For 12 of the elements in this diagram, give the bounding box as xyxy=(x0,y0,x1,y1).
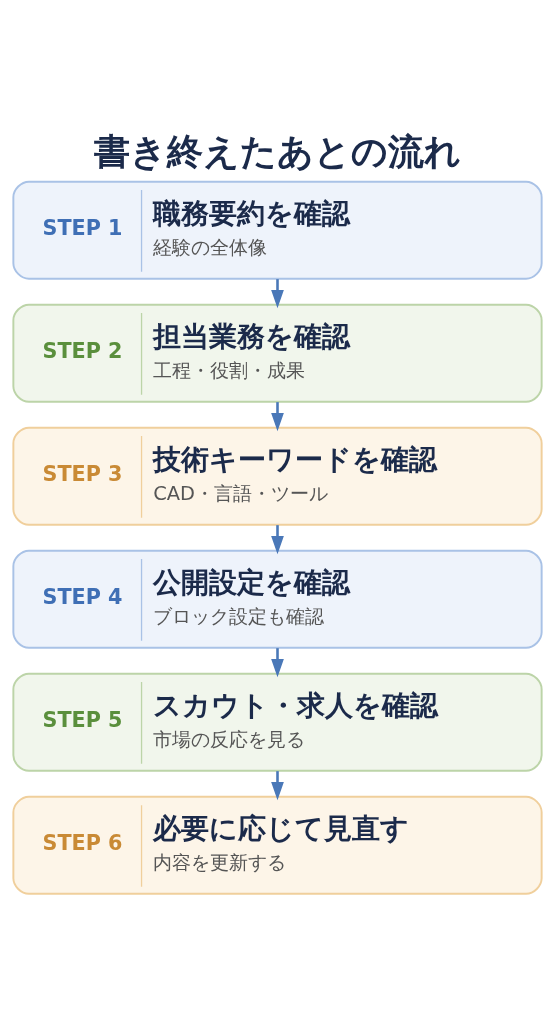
node-box: STEP 2 担当業務を確認 工程・役割・成果 xyxy=(12,303,543,403)
arrow xyxy=(271,770,284,800)
arrow xyxy=(271,524,284,554)
node-box: STEP 3 技術キーワードを確認 CAD・言語・ツール xyxy=(12,426,543,526)
node-box: STEP 6 必要に応じて見直す 内容を更新する xyxy=(12,795,543,895)
node-box: STEP 4 公開設定を確認 ブロック設定も確認 xyxy=(12,549,543,649)
arrow xyxy=(271,401,284,431)
arrow xyxy=(271,278,284,308)
node-box: STEP 1 職務要約を確認 経験の全体像 xyxy=(12,180,543,280)
diagram-title: 書き終えたあとの流れ xyxy=(94,129,462,173)
arrow xyxy=(271,647,284,677)
node-box: STEP 5 スカウト・求人を確認 市場の反応を見る xyxy=(12,672,543,772)
